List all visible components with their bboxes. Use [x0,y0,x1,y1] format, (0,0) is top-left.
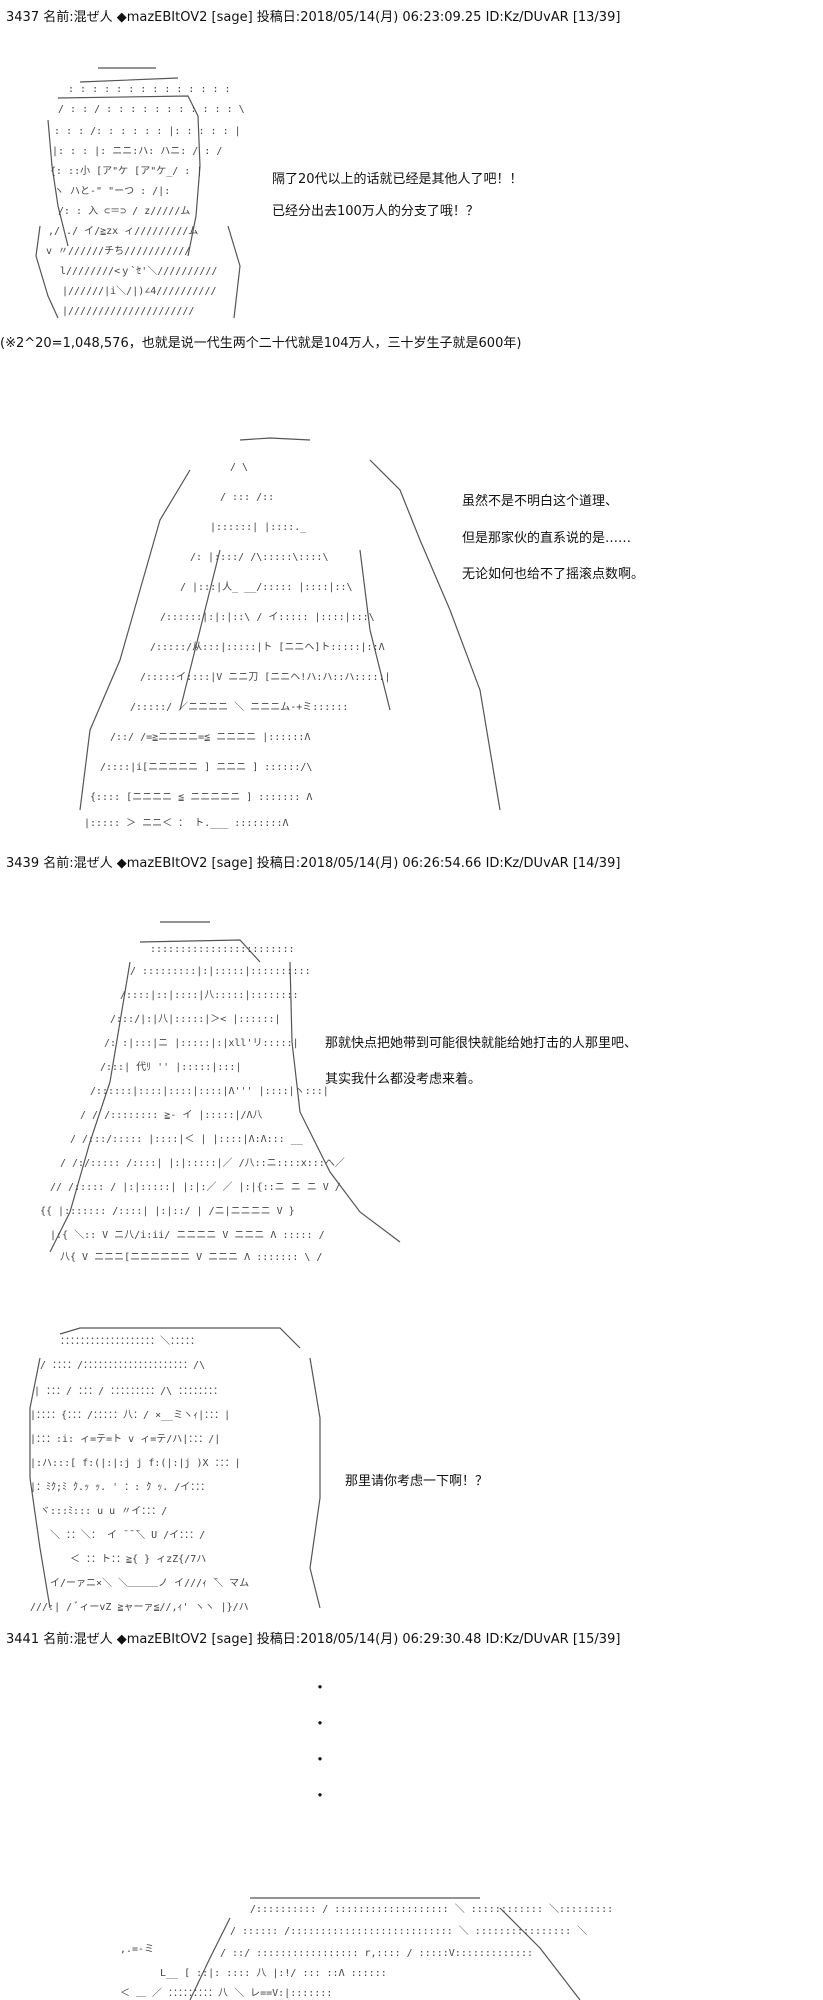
post-header-3437: 3437 名前:混ぜ人 ◆mazEBItOV2 [sage] 投稿日:2018/… [6,10,621,25]
svg-text:,/ ./ イ/≧zx ィ/////////ム: ,/ ./ イ/≧zx ィ/////////ム [48,225,198,237]
svg-text:L__ [ ::|: :::: 八 |: L__ [ ::|: :::: 八 |:!/ ::: ::Λ :::::: [160,1968,387,1979]
svg-text:{:::: [ニニニニ ≦ ニニニニニ ] :::::::: {:::: [ニニニニ ≦ ニニニニニ ] ::::::: Λ [90,792,312,803]
svg-text:/:::::/ ／ニニニニ ＼ ニニニム-+ミ::::::: /:::::/ ／ニニニニ ＼ ニニニム-+ミ:::::: [130,701,348,713]
ascii-art-character-3: :::::::::::::::::::::::: / :::::::::|:|:… [40,921,401,1263]
dialogue-line: 其实我什么都没考虑来着。 [325,1072,482,1087]
footnote: (※2^20=1,048,576，也就是说一代生两个二十代就是104万人，三十岁… [0,336,522,351]
svg-text:|：ﾐｸ;ﾐ ｸ.ｯ ｯ. ' ：: ｸ ｯ.: |：ﾐｸ;ﾐ ｸ.ｯ ｯ. ' ：: ｸ ｯ. /イ：：： [30,1481,210,1493]
svg-text:/ :::::: /::::::::::::::::::::: / :::::: /::::::::::::::::::::::::::: ＼ … [230,1925,587,1937]
svg-text:l////////<ｙ`ｾ'＼//////////: l////////<ｙ`ｾ'＼////////// [60,265,217,277]
ellipsis-dot: ・ [312,1786,329,1805]
dialogue-line: 无论如何也给不了摇滚点数啊。 [462,567,645,582]
svg-text:/: :|:::|ニ |:::::|:|xll'リ:::::: /: :|:::|ニ |:::::|:|xll'リ:::::| [104,1038,299,1049]
svg-text:/::::::|::::|::::|::::|Λ''': /::::::|::::|::::|::::|Λ''' |::::|ヽ:::| [90,1086,329,1097]
svg-text:/:::/|:|八|:::::|＞< |::::::|: /:::/|:|八|:::::|＞< |::::::| [110,1014,281,1025]
svg-text:/ :::::::::|:|:::::|::::::::::: / :::::::::|:|:::::|:::::::::: [130,966,311,977]
svg-text:|:{ ＼:: V ニ八/i:ii/ ニニニニ V ニニニ: |:{ ＼:: V ニ八/i:ii/ ニニニニ V ニニニ Λ ::::: / [50,1229,325,1241]
svg-text:|:ハ:::[ f:(|:|:j j f:(|: |:ハ:::[ f:(|:|:j j f:(|:|j )X ：：：| [30,1458,241,1469]
svg-text:|/////////////////////: |///////////////////// [62,306,194,317]
dialogue-line: 那里请你考虑一下啊！？ [345,1474,489,1489]
ascii-art-character-4: ：：：：：：：：：：：：：：：：：：：＼：：：：： / ：：：：/：：：：：：：… [29,1327,321,1613]
svg-text:|::::: ＞ ニニ＜ ： ト.___ ::::::: |::::: ＞ ニニ＜ ： ト.___ ::::::::Λ [84,818,289,829]
svg-text:/:::::::::: / :::::::::::::::: /:::::::::: / ::::::::::::::::::: ＼ ::::… [250,1903,613,1915]
svg-text:|：：：：{：：：/：：：：：八：/ ×__ミヽｨ|：：：: |：：：：{：：：/：：：：：八：/ ×__ミヽｨ|：：：| [30,1410,230,1421]
svg-text:///:| / ﾞィーvZ ≧ャーァ≦//,ｨ' ヽ: ///:| / ﾞィーvZ ≧ャーァ≦//,ｨ' ヽヽ |}/ハ [30,1601,249,1613]
svg-text:/ /:/::::: /::::| |:|:::::|／: / /:/::::: /::::| |:|:::::|／ /八::ニ::::x:… [60,1157,345,1169]
svg-text:/::::|::|::::|八:::::|::::::::: /::::|::|::::|八:::::|:::::::: [120,990,299,1001]
svg-text:/::::::|:|:|::\ / イ::::: |::: /::::::|:|:|::\ / イ::::: |::::|:::\ [160,612,375,623]
svg-text:/::/ /=≧ニニニニ=≦ ニニニニ |::::::Λ: /::/ /=≧ニニニニ=≦ ニニニニ |::::::Λ [110,732,310,743]
svg-text:＜ ＿ ／ ：：：：：：：：：八 ＼ レ==V:|: ＜ ＿ ／ ：：：：：：：：：八 ＼ レ==V:|::::::: [120,1987,332,1999]
svg-text:/ |:::|人_ __/::::: |::::|: / |:::|人_ __/::::: |::::|::\ [180,581,353,593]
svg-text:/::::|i[ニニニニニ ] ニニニ ] ::::::/: /::::|i[ニニニニニ ] ニニニ ] ::::::/\ [100,762,312,773]
svg-text:/ ::/ ::::::::::::::::: r,::::: / ::/ ::::::::::::::::: r,:::: / :::::V:… [220,1948,533,1959]
svg-text:イ/ーァニ×＼ ＼＿＿＿ノ イ///ｨ ̄＼ マム: イ/ーァニ×＼ ＼＿＿＿ノ イ///ｨ ̄＼ マム [50,1577,249,1589]
dialogue-line: 但是那家伙的直系说的是…… [462,531,632,546]
ellipsis-dot: ・ [312,1678,329,1697]
ascii-art-character-5: /:::::::::: / ::::::::::::::::::: ＼ ::::… [120,1897,613,2000]
ellipsis-dot: ・ [312,1714,329,1733]
post-header-3441: 3441 名前:混ぜ人 ◆mazEBItOV2 [sage] 投稿日:2018/… [6,1632,621,1647]
svg-text:/ ：：：：/：：：：：：：：：：：：：：：：：：：：：/\: / ：：：：/：：：：：：：：：：：：：：：：：：：：：/\ [40,1360,205,1371]
post-header-3439: 3439 名前:混ぜ人 ◆mazEBItOV2 [sage] 投稿日:2018/… [6,856,621,871]
ascii-art-character-1: : : : : : : : : : : : : : : / : : / : : … [35,67,245,319]
svg-text:/ : : / : : : : : : : : : : :: / : : / : : : : : : : : : : : \ [58,104,245,115]
svg-text:＼ ：：＼： イ ̄ ̄ ̄＼ U /イ：：：/: ＼ ：：＼： イ ̄ ̄ ̄＼ U /イ：：：/ [50,1529,205,1541]
dialogue-line: 虽然不是不明白这个道理、 [462,494,619,509]
svg-text:/:::| 代ﾘ '' |:::::|:::|: /:::| 代ﾘ '' |:::::|:::| [100,1061,241,1073]
svg-text:|: : : |: ニニ:ハ: ハニ: / : /: |: : : |: ニニ:ハ: ハニ: / : / [52,146,222,157]
ellipsis-dot: ・ [312,1750,329,1769]
dialogue-line: 那就快点把她带到可能很快就能给她打击的人那里吧、 [325,1036,638,1051]
svg-text:八{ V ニニニ[ニニニニニニ V ニニニ Λ ::::: 八{ V ニニニ[ニニニニニニ V ニニニ Λ ::::::: \ / [60,1252,322,1263]
svg-text:{{ |::::::: /::::| |:|::/ |: {{ |::::::: /::::| |:|::/ | /ニ|ニニニニ V } [40,1206,295,1217]
svg-text:,.=-ミ: ,.=-ミ [120,1944,154,1955]
svg-text:|//////|i＼/|)∠4//////////: |//////|i＼/|)∠4////////// [62,285,217,297]
svg-text:＜ ：：ト：：≧{ } ィzZ{/7: ＜ ：：ト：：≧{ } ィzZ{/7ハ [70,1554,206,1565]
svg-text:：：：：：：：：：：：：：：：：：：：＼：：：：：: ：：：：：：：：：：：：：：：：：：：＼：：：：： [60,1335,200,1347]
dialogue-line: 已经分出去100万人的分支了哦！？ [272,204,479,219]
svg-text:|：：：:i: ィ=テ=ト v ィ=テ/ハ|：: |：：：:i: ィ=テ=ト v ィ=テ/ハ|：：：/| [30,1434,220,1445]
ascii-art-character-2: / \ / ::: /:: |::::::| |::::._ /: |::::/… [79,437,501,829]
svg-text:::::::::::::::::::::::::: :::::::::::::::::::::::: [150,944,295,955]
svg-text:| ：：：/ ：：：/ ：：：：：：：：：/\ ：：：：：：: | ：：：/ ：：：/ ：：：：：：：：：/\ ：：：：：：：： [34,1386,223,1397]
svg-text:/ \: / \ [230,462,248,473]
svg-text:/ ::: /::: / ::: /:: [220,492,274,503]
svg-text:|::::::| |::::._: |::::::| |::::._ [210,522,307,533]
dialogue-line: 隔了20代以上的话就已经是其他人了吧！！ [272,172,523,187]
svg-text:: : : /: : : : : : |: : : : :: : : : /: : : : : : |: : : : : | [54,126,241,137]
svg-text:/ /:::/::::: |::::|＜ | |::: / /:::/::::: |::::|＜ | |::::|Λ:Λ::: __ [70,1134,304,1145]
svg-text:/:::::/从:::|:::::|ト [ニニヘ]ト:: /:::::/从:::|:::::|ト [ニニヘ]ト:::::|::Λ [150,642,385,653]
svg-text:v 〃//////チち///////////: v 〃//////チち/////////// [46,245,190,257]
svg-text:ヾ:::ﾐ::: u u: ヾ:::ﾐ::: u u 〃イ：：：/ [40,1506,167,1517]
svg-text:// /::::: / |:|:::::| |:|:／ ／: // /::::: / |:|:::::| |:|:／ ／ |:|{::ニ ニ … [50,1181,341,1193]
svg-text:/: : 入 ⊂＝⊃ / z/////ム: /: : 入 ⊂＝⊃ / z/////ム [58,205,190,217]
svg-text:/ / /:::::::: ≧- イ |:::::|/: / / /:::::::: ≧- イ |:::::|/Λ八 [80,1110,263,1121]
svg-text:/:::::イ::::|V ニニ刀 [ニニヘ!ハ:ハ::ハ: /:::::イ::::|V ニニ刀 [ニニヘ!ハ:ハ::ハ:::::| [140,672,391,683]
svg-text:{: ::小 [ア"ケ [ア"ケ_/ : |: {: ::小 [ア"ケ [ア"ケ_/ : | [50,165,202,177]
svg-text:ヽ ハと-" "ーつ : /|:: ヽ ハと-" "ーつ : /|: [54,185,170,197]
svg-text:/: |::::/ /\:::::\::::: /: |::::/ /\:::::\::::\ [190,552,328,563]
svg-text:: : : : : : : : : : : : : :: : : : : : : : : : : : : : : [68,84,231,95]
